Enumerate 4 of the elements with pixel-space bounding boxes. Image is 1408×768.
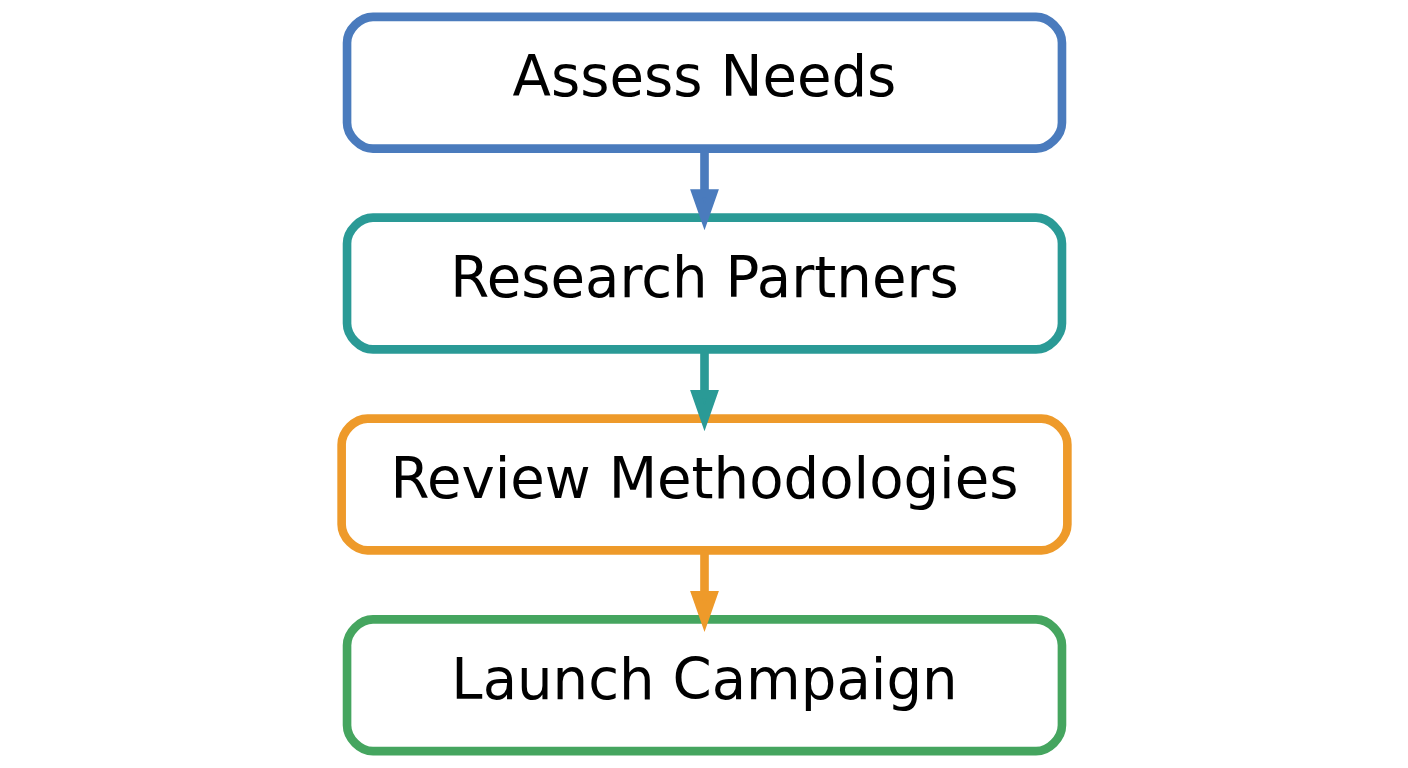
node-box: Review Methodologies [336, 414, 1072, 555]
node-box: Launch Campaign [342, 615, 1066, 756]
node-box: Assess Needs [342, 12, 1066, 153]
node-box: Research Partners [342, 213, 1066, 354]
